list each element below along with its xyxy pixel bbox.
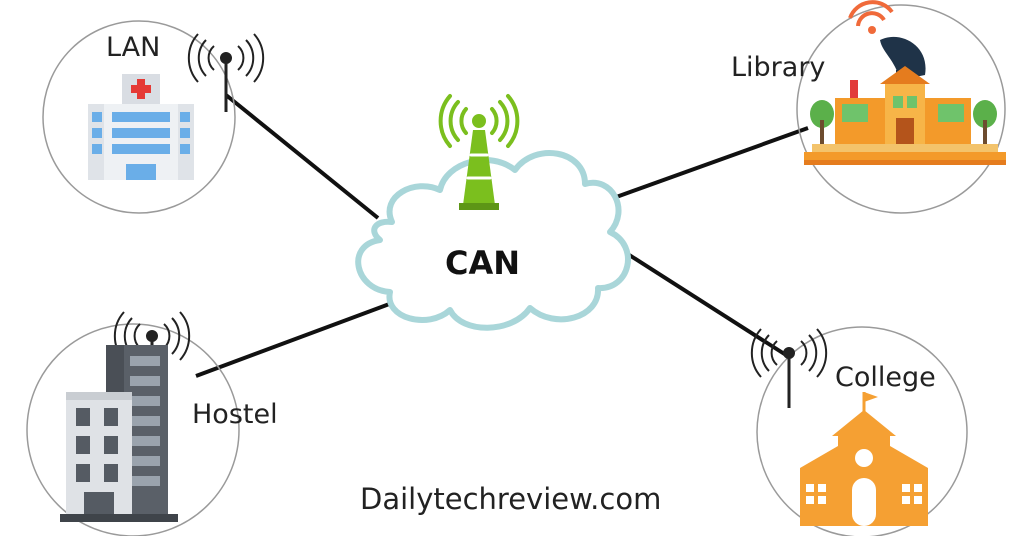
- college-building-icon: [800, 392, 928, 526]
- link-hostel-can: [195, 301, 393, 378]
- link-lan-can: [224, 93, 380, 220]
- apartment-building-icon: [60, 345, 178, 522]
- can-cloud-shape: [355, 150, 631, 331]
- can-hub-label: CAN: [445, 244, 521, 282]
- hostel-node-circle: [26, 323, 240, 536]
- lan-label: LAN: [106, 32, 161, 63]
- watermark-text: Dailytechreview.com: [360, 482, 662, 516]
- college-antenna-icon: [750, 328, 828, 408]
- link-college-can: [610, 242, 788, 357]
- hospital-building-icon: [88, 74, 194, 180]
- college-label: College: [835, 362, 936, 393]
- library-building-icon: [804, 66, 1006, 165]
- college-node-circle: [756, 326, 968, 536]
- lan-antenna-icon: [187, 33, 265, 112]
- library-node-circle: [796, 4, 1006, 214]
- library-label: Library: [731, 52, 826, 83]
- lan-node-circle: [42, 20, 236, 214]
- cell-tower-icon: [438, 94, 520, 210]
- hostel-label: Hostel: [192, 399, 278, 430]
- link-library-can: [607, 126, 809, 202]
- network-links: [195, 93, 809, 378]
